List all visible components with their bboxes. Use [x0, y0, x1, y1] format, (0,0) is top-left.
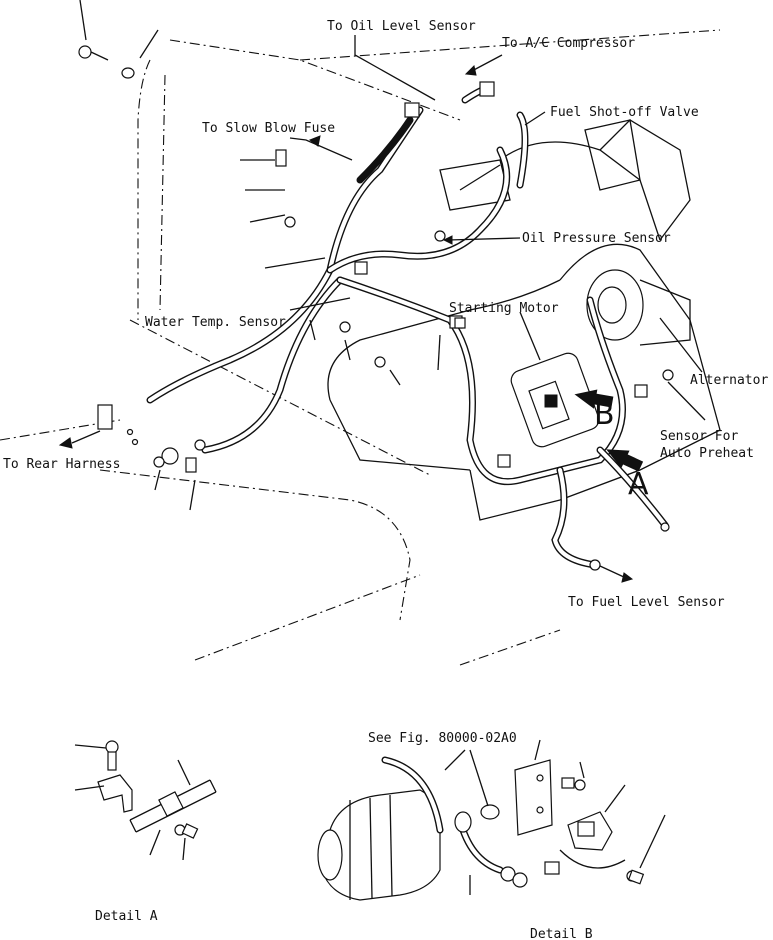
label-fuel-shutoff-valve: Fuel Shot-off Valve: [550, 105, 699, 120]
engine-block: [327, 119, 721, 521]
detail-a-drawing: [74, 740, 217, 861]
label-starting-motor: Starting Motor: [449, 301, 559, 316]
starting-motor: [510, 352, 600, 448]
connectors: [78, 45, 674, 571]
label-oil-level-sensor: To Oil Level Sensor: [327, 19, 476, 34]
alternator: [586, 269, 691, 346]
label-ac-compressor: To A/C Compressor: [502, 36, 635, 51]
frame-outline: [0, 29, 721, 666]
leader-lines: [79, 0, 706, 511]
arrowheads: [58, 65, 634, 583]
label-see-fig: See Fig. 80000-02A0: [368, 731, 517, 746]
label-water-temp-sensor: Water Temp. Sensor: [145, 315, 286, 330]
detail-b-drawing: [317, 739, 666, 901]
label-detail-a: Detail A: [95, 909, 158, 924]
callout-label-b: B: [594, 397, 615, 432]
callout-label-a: A: [628, 467, 649, 502]
label-oil-pressure-sensor: Oil Pressure Sensor: [522, 231, 671, 246]
label-alternator: Alternator: [690, 373, 768, 388]
label-preheat-sensor-line1: Sensor For: [660, 429, 738, 444]
label-preheat-sensor-line2: Auto Preheat: [660, 446, 754, 461]
callout-arrows: [574, 389, 644, 472]
label-fuel-level-sensor: To Fuel Level Sensor: [568, 595, 725, 610]
label-rear-harness: To Rear Harness: [3, 457, 120, 472]
label-slow-blow-fuse: To Slow Blow Fuse: [202, 121, 335, 136]
label-detail-b: Detail B: [530, 927, 593, 940]
